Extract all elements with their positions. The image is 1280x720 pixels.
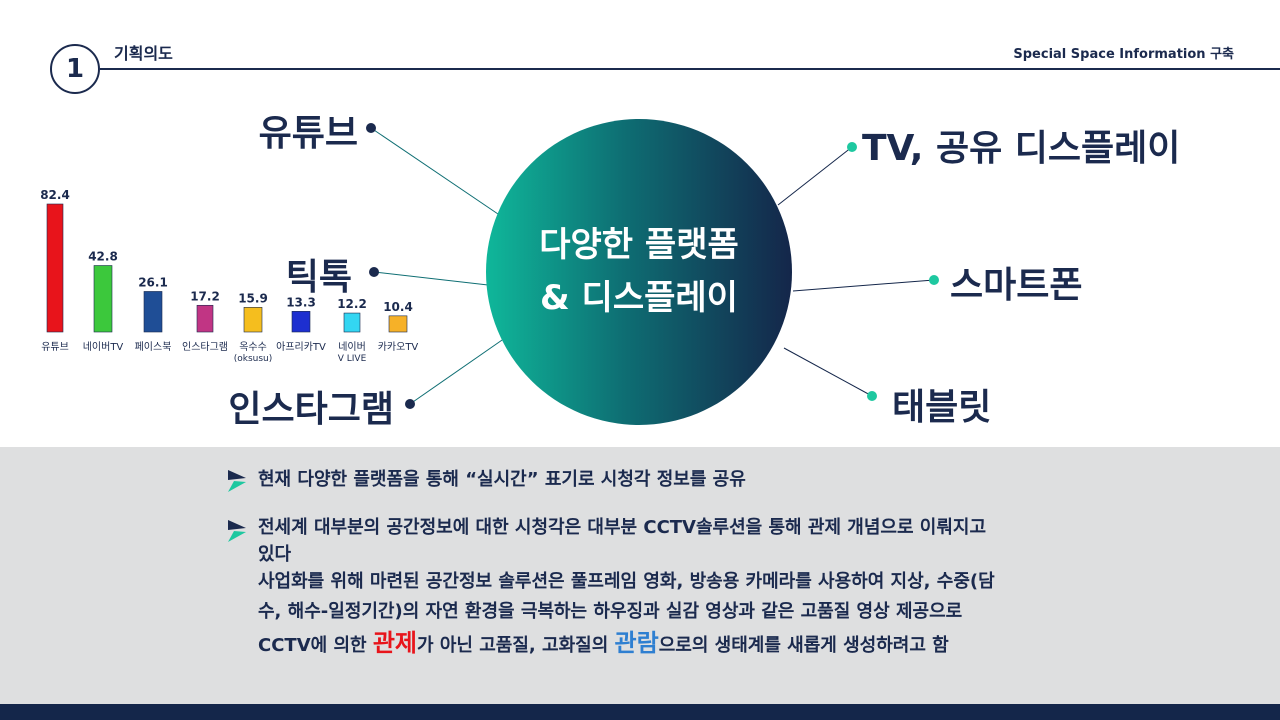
platform-tablet: 태블릿	[892, 387, 992, 428]
bottom-panel	[0, 447, 1280, 704]
platform-instagram: 인스타그램	[228, 389, 394, 430]
bullet-2-line-1: 전세계 대부분의 공간정보에 대한 시청각은 대부분 CCTV솔루션을 통해 관…	[258, 517, 987, 538]
dot-tablet	[867, 391, 877, 401]
connector-instagram	[409, 337, 506, 405]
center-circle: 다양한 플랫폼 & 디스플레이	[486, 119, 792, 425]
bar-0	[46, 203, 64, 333]
bar-2	[143, 291, 163, 333]
bar-value-label-2: 26.1	[138, 275, 168, 289]
section-number-badge: 1	[50, 44, 100, 94]
platform-tv: TV, 공유 디스플레이	[862, 128, 1181, 169]
bullet-2-line-3: 사업화를 위해 마련된 공간정보 솔루션은 풀프레임 영화, 방송용 카메라를 …	[258, 571, 995, 592]
platform-youtube: 유튜브	[258, 113, 358, 154]
bar-value-label-0: 82.4	[40, 188, 70, 202]
header-right-title: Special Space Information 구축	[1013, 47, 1234, 62]
bullet-1-text: 현재 다양한 플랫폼을 통해 “실시간” 표기로 시청각 정보를 공유	[258, 469, 746, 490]
bar-category-label-0-0: 유튜브	[41, 341, 69, 353]
bar-category-label-4-0: 옥수수	[239, 341, 267, 353]
bar-category-label-3-0: 인스타그램	[182, 341, 228, 353]
bar-category-label-4-1: (oksusu)	[234, 354, 273, 364]
bar-category-label-6-0: 네이버	[338, 341, 366, 353]
bar-category-label-2-0: 페이스북	[135, 341, 172, 353]
line-5-part-c: 으로의 생태계를 새롭게 생성하려고 함	[658, 635, 949, 656]
bar-value-label-5: 13.3	[286, 295, 316, 309]
dot-smartphone	[929, 275, 939, 285]
highlight-viewing: 관람	[614, 629, 659, 657]
bar-3	[196, 304, 214, 333]
dot-tv	[847, 142, 857, 152]
bar-category-label-5-0: 아프리카TV	[276, 341, 326, 353]
connector-smartphone	[792, 279, 935, 292]
connector-youtube	[370, 127, 499, 215]
dot-youtube	[366, 123, 376, 133]
connector-tiktok	[373, 271, 489, 286]
line-5-part-b: 가 아닌 고품질, 고화질의	[417, 635, 615, 656]
bar-6	[343, 312, 361, 333]
bar-category-label-1-0: 네이버TV	[83, 341, 124, 353]
bar-category-label-6-1: V LIVE	[338, 354, 367, 364]
connector-tv	[777, 146, 853, 206]
chevron-arrow-icon	[228, 470, 246, 492]
platform-usage-chart: 82.4 유튜브 42.8 네이버TV 26.1 페이스북 17.2 인스타그램 15.9 옥수수…	[40, 188, 419, 364]
dot-tiktok	[369, 267, 379, 277]
bar-value-label-6: 12.2	[337, 297, 367, 311]
bar-7	[388, 315, 408, 333]
bar-value-label-7: 10.4	[383, 300, 413, 314]
bar-5	[291, 311, 311, 333]
connector-lines	[366, 123, 939, 409]
bar-1	[93, 265, 113, 333]
platform-smartphone: 스마트폰	[950, 265, 1083, 306]
platform-tiktok: 틱톡	[285, 257, 352, 298]
bar-value-label-4: 15.9	[238, 291, 268, 305]
bar-4	[243, 307, 263, 333]
bar-value-label-1: 42.8	[88, 250, 118, 264]
bar-category-label-7-0: 카카오TV	[378, 341, 419, 353]
connector-tablet	[783, 347, 873, 397]
dot-instagram	[405, 399, 415, 409]
section-title: 기획의도	[114, 44, 173, 63]
bullet-2-line-5: CCTV에 의한 관제가 아닌 고품질, 고화질의 관람으로의 생태계를 새롭게…	[258, 628, 949, 661]
bar-value-label-3: 17.2	[190, 289, 220, 303]
highlight-control: 관제	[372, 629, 418, 657]
line-5-part-a: CCTV에 의한	[258, 635, 373, 656]
center-line-2: & 디스플레이	[540, 278, 738, 318]
bullet-2-line-4: 수, 해수-일정기간)의 자연 환경을 극복하는 하우징과 실감 영상과 같은 …	[258, 601, 963, 622]
header-divider	[100, 68, 1280, 70]
center-line-1: 다양한 플랫폼	[539, 225, 739, 266]
bullet-2-line-2: 있다	[258, 544, 292, 565]
footer-bar	[0, 704, 1280, 720]
chevron-arrow-icon	[228, 520, 246, 542]
